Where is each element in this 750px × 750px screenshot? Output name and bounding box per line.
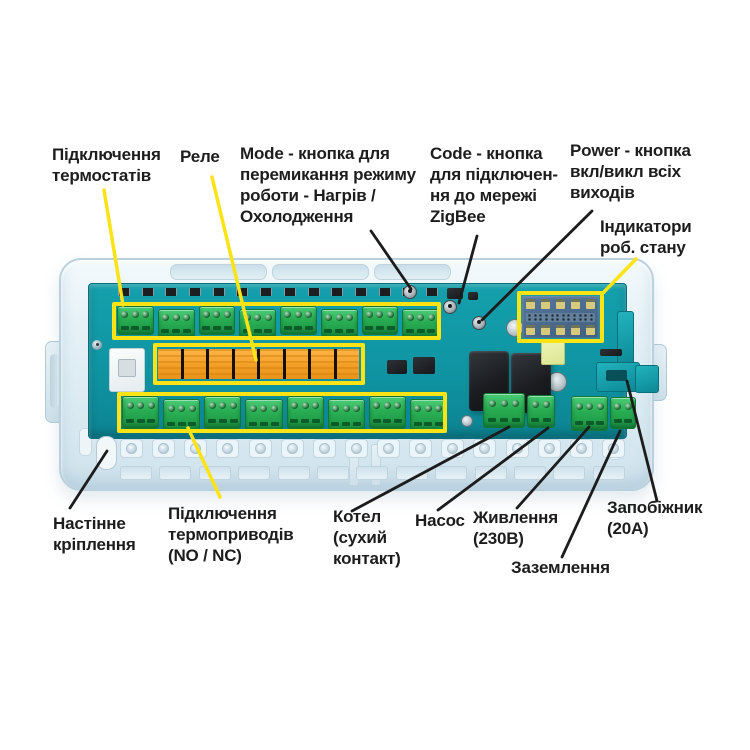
ic-chip xyxy=(413,357,435,374)
cable-tab xyxy=(592,466,625,480)
cable-tab xyxy=(120,466,152,480)
status-led xyxy=(541,325,550,335)
mode-button xyxy=(403,285,417,299)
ic-chip xyxy=(468,292,478,300)
highlight-relays xyxy=(153,343,365,385)
actuator-terminal-block xyxy=(368,396,406,429)
cable-clamp xyxy=(312,439,336,458)
actuator-terminal-row xyxy=(122,396,447,432)
label-ground: Заземлення xyxy=(511,558,610,577)
pump-terminal xyxy=(527,395,555,428)
led-row-bottom xyxy=(526,325,595,335)
cable-clamp xyxy=(601,439,625,458)
cable-clamp xyxy=(505,439,529,458)
zigbee-chip xyxy=(118,359,136,377)
cable-tab xyxy=(356,466,389,480)
cable-tab-row xyxy=(120,466,625,480)
cable-tab xyxy=(435,466,468,480)
cable-tab xyxy=(277,466,310,480)
label-actuators: Підключення термоприводів (NO / NC) xyxy=(168,504,294,565)
cable-tab xyxy=(395,466,428,480)
cable-clamp xyxy=(441,439,465,458)
pin-header-right xyxy=(600,349,622,356)
cable-clamp-row xyxy=(120,439,625,458)
pcb-screw xyxy=(92,340,102,350)
cable-tab xyxy=(474,466,507,480)
actuator-terminal-block xyxy=(245,399,283,432)
fuse-window xyxy=(606,370,627,381)
boiler-terminal xyxy=(483,393,525,428)
label-indicators: Індикатори роб. стану xyxy=(600,217,692,257)
cable-tab xyxy=(317,466,350,480)
top-vent-slot xyxy=(374,264,451,280)
fuse-clip xyxy=(635,365,659,393)
label-wall-mount: Настінне кріплення xyxy=(53,514,136,554)
label-thermostats: Підключення термостатів xyxy=(52,145,161,185)
thermostat-terminal-block xyxy=(117,306,154,335)
cable-clamp xyxy=(377,439,400,458)
zone-relay xyxy=(285,349,308,379)
zone-relay xyxy=(158,349,181,379)
zone-relay xyxy=(311,349,334,379)
cable-clamp xyxy=(569,439,593,458)
cable-tab xyxy=(159,466,192,480)
status-led xyxy=(586,325,595,335)
code-button xyxy=(443,300,457,314)
label-relay: Реле xyxy=(180,147,220,166)
top-vent-slot xyxy=(272,264,369,280)
ground-terminal xyxy=(610,397,636,429)
zone-relay xyxy=(260,349,283,379)
cable-clamp xyxy=(120,439,143,458)
cable-clamp xyxy=(280,439,304,458)
capacitor xyxy=(461,415,473,427)
cable-clamp xyxy=(248,439,272,458)
relay-bank xyxy=(158,349,359,379)
power-button xyxy=(472,316,486,330)
status-led xyxy=(571,325,580,335)
thermostat-terminal-block xyxy=(157,309,195,338)
wall-mount-slot xyxy=(96,436,117,470)
cable-clamp xyxy=(473,439,497,458)
actuator-terminal-block xyxy=(204,396,242,429)
edge-connector xyxy=(617,311,634,367)
status-led xyxy=(556,325,565,335)
cable-clamp xyxy=(216,439,240,458)
left-tab-slot xyxy=(50,354,59,408)
highlight-status-leds xyxy=(517,291,604,343)
cable-tab xyxy=(514,466,547,480)
cable-tab xyxy=(238,466,271,480)
cable-tab xyxy=(553,466,586,480)
cable-clamp xyxy=(344,439,368,458)
cable-clamp xyxy=(537,439,561,458)
label-pump: Насос xyxy=(415,511,465,530)
zone-relay xyxy=(183,349,206,379)
ic-chip xyxy=(387,360,407,374)
actuator-terminal-block xyxy=(122,396,160,429)
label-code-button: Code - кнопка для підключен- ня до мереж… xyxy=(430,144,558,226)
label-boiler: Котел (сухий контакт) xyxy=(333,507,401,568)
ic-chip xyxy=(447,288,463,299)
cable-tab xyxy=(198,466,231,480)
status-led xyxy=(526,325,535,335)
diode-row xyxy=(118,288,438,298)
zone-relay xyxy=(336,349,359,379)
cable-clamp xyxy=(152,439,176,458)
label-power-button: Power - кнопка вкл/викл всіх виходів xyxy=(570,141,691,202)
cable-clamp xyxy=(184,439,208,458)
highlight-thermostat-terminals xyxy=(112,302,441,340)
thermostat-terminal-block xyxy=(280,306,317,335)
actuator-terminal-block xyxy=(286,396,324,429)
label-mode-button: Mode - кнопка для перемикання режиму роб… xyxy=(240,144,416,226)
highlight-actuator-terminals xyxy=(117,392,447,433)
cable-clamp xyxy=(409,439,433,458)
thermostat-terminal-block xyxy=(361,306,399,335)
thermostat-terminal-block xyxy=(402,309,439,338)
label-fuse: Запобіжник (20А) xyxy=(607,498,703,538)
top-vent-slot xyxy=(170,264,267,280)
label-supply: Живлення (230В) xyxy=(473,508,558,548)
power-terminal xyxy=(571,396,608,431)
